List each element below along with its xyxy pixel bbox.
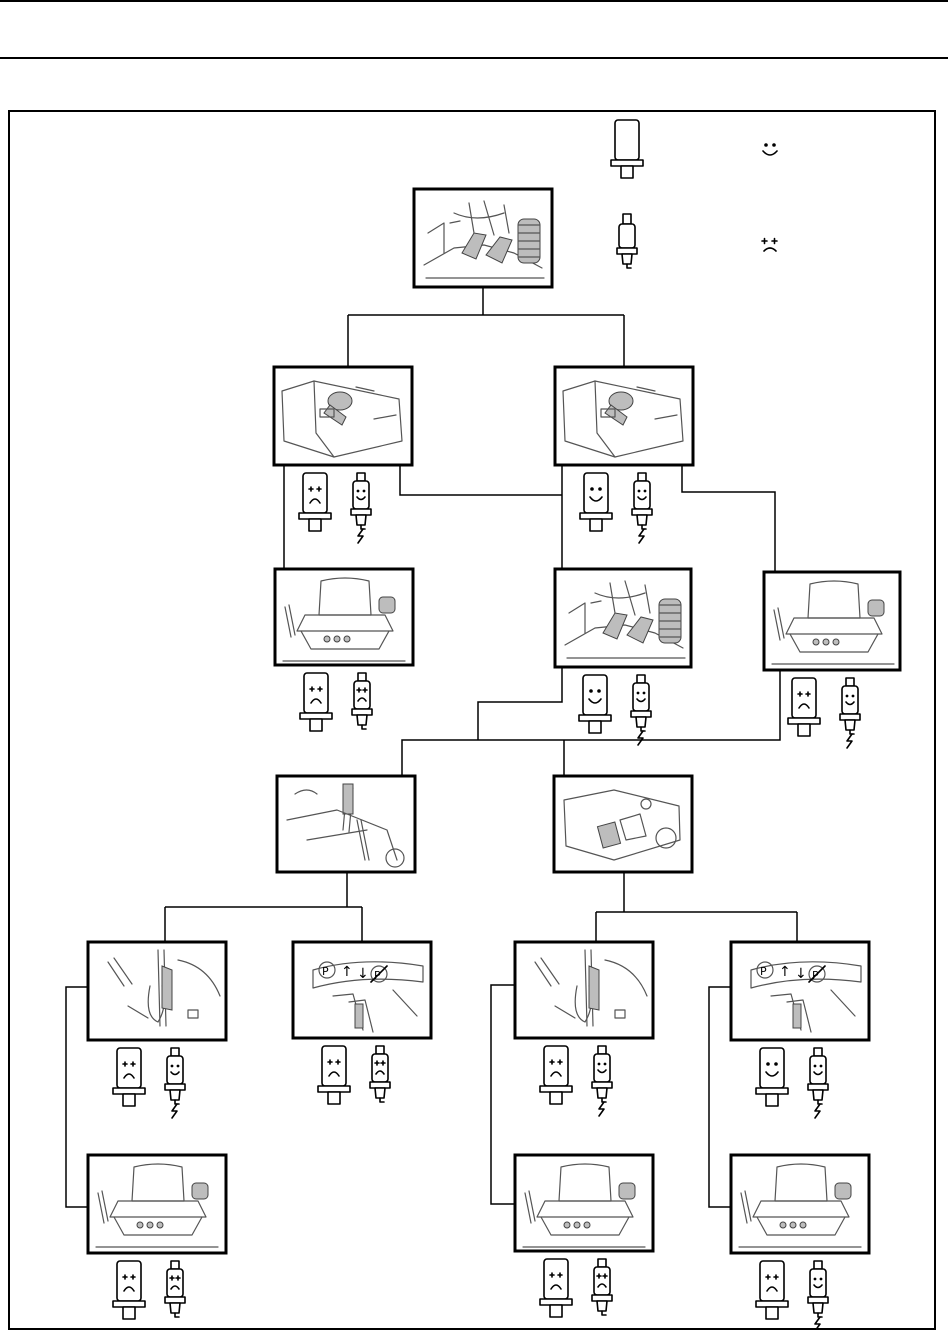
flowchart-diagram: P ↑ ↓ P — [10, 112, 934, 1328]
ignition-module-happy-icon — [580, 473, 612, 531]
spark-plug-spark-icon — [351, 473, 371, 543]
flowchart-steps — [88, 189, 900, 1328]
step-c2 — [555, 569, 691, 745]
header-rule-bottom — [0, 57, 948, 59]
ignition-module-sad-icon — [540, 1259, 572, 1317]
ignition-module-sad-icon — [113, 1048, 145, 1106]
spark-plug-spark-icon — [592, 1046, 612, 1116]
step-f3 — [515, 1155, 653, 1317]
step-e3 — [515, 942, 653, 1116]
step-c3 — [764, 572, 900, 748]
step-illustration-frame — [88, 1155, 226, 1253]
ignition-module-sad-icon — [299, 473, 331, 531]
step-illustration-frame — [88, 942, 226, 1040]
smiley-face-icon — [763, 143, 777, 155]
spark-plug-spark-icon — [632, 473, 652, 543]
spark-plug-sad-icon — [352, 673, 372, 729]
spark-plug-icon — [617, 214, 637, 268]
step-b2 — [555, 367, 693, 543]
step-illustration-frame — [515, 1155, 653, 1251]
step-d1 — [277, 776, 415, 872]
spark-plug-sad-icon — [592, 1259, 612, 1315]
spark-plug-spark-icon — [165, 1048, 185, 1118]
step-illustration-frame — [731, 1155, 869, 1253]
ignition-module-icon — [611, 120, 643, 178]
ignition-module-sad-icon — [113, 1261, 145, 1319]
spark-plug-spark-icon — [840, 678, 860, 748]
step-b1 — [274, 367, 412, 543]
step-illustration-frame — [764, 572, 900, 670]
header-rule-top — [0, 0, 948, 2]
step-f1 — [88, 1155, 226, 1319]
spark-plug-spark-icon — [808, 1261, 828, 1328]
spark-plug-sad-icon — [370, 1046, 390, 1102]
spark-plug-spark-icon — [631, 675, 651, 745]
sad-face-icon — [762, 239, 777, 252]
spark-plug-sad-icon — [165, 1261, 185, 1317]
troubleshooting-flowchart-frame: P ↑ ↓ P — [8, 110, 936, 1330]
step-e4 — [731, 942, 869, 1118]
step-f4 — [731, 1155, 869, 1328]
step-d2 — [554, 776, 692, 872]
step-c1 — [275, 569, 413, 731]
ignition-module-happy-icon — [579, 675, 611, 733]
step-illustration-frame — [515, 942, 653, 1038]
ignition-module-sad-icon — [318, 1046, 350, 1104]
step-illustration-frame — [275, 569, 413, 665]
spark-plug-spark-icon — [808, 1048, 828, 1118]
step-e2 — [293, 942, 431, 1104]
step-e1 — [88, 942, 226, 1118]
ignition-module-sad-icon — [300, 673, 332, 731]
ignition-module-sad-icon — [788, 678, 820, 736]
ignition-module-happy-icon — [756, 1048, 788, 1106]
ignition-module-sad-icon — [540, 1046, 572, 1104]
legend — [611, 120, 777, 268]
step-start — [414, 189, 552, 287]
ignition-module-sad-icon — [756, 1261, 788, 1319]
